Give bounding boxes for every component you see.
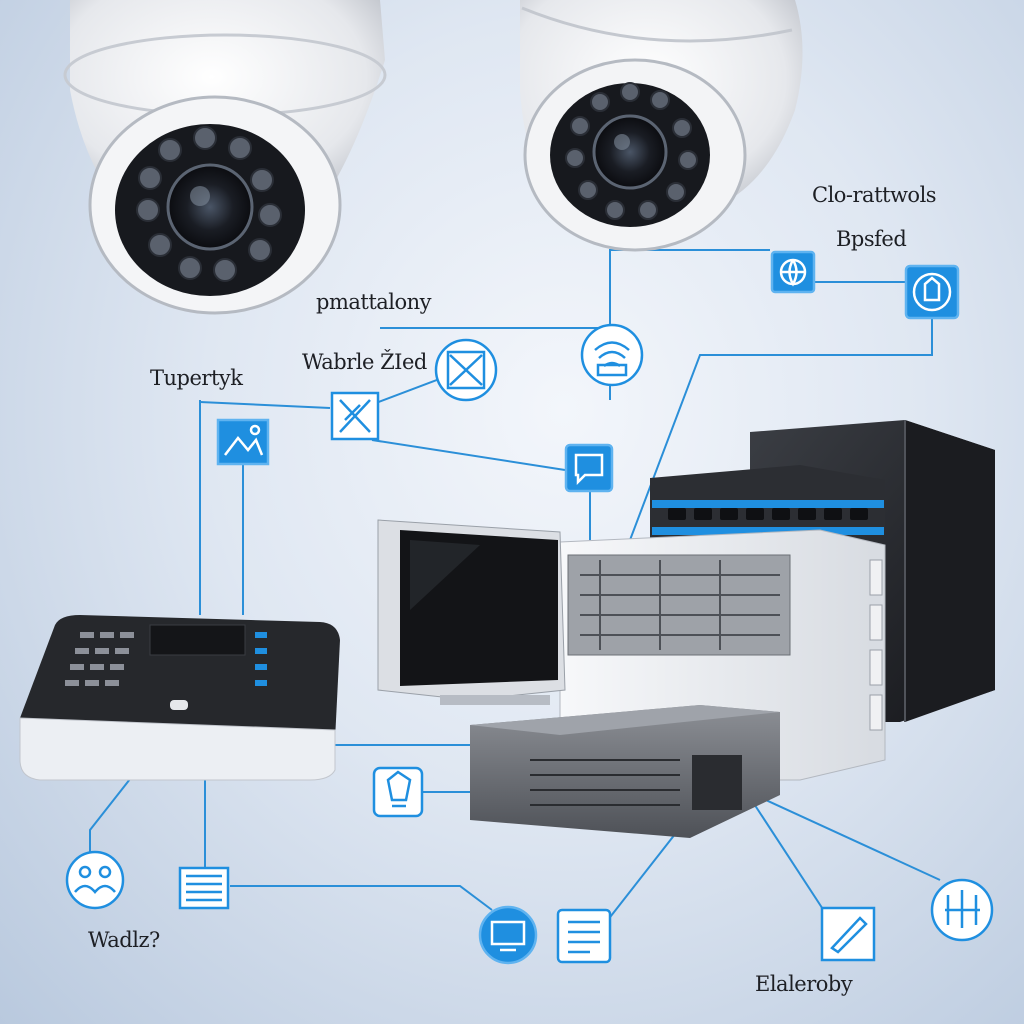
monitor-icon (478, 905, 538, 965)
lightbulb-icon (372, 766, 424, 818)
people-icon (65, 850, 125, 910)
edit-icon (820, 906, 876, 962)
dome-camera-right (520, 0, 803, 252)
wifi-signal-icon (580, 323, 644, 387)
label-left-mid: Tupertyk (150, 366, 243, 390)
network-switch (650, 465, 885, 540)
image-icon (216, 418, 270, 466)
label-bottom-left: Wadlz? (88, 928, 160, 952)
router-device (19, 615, 340, 781)
document-icon (556, 908, 612, 964)
hands-icon (930, 878, 994, 942)
dvr-box (470, 705, 780, 838)
tools-icon (330, 391, 380, 441)
network-x-icon (434, 338, 498, 402)
label-top-right-2: Bpsfed (836, 227, 907, 251)
globe-icon (770, 250, 816, 294)
monitor (377, 519, 566, 705)
label-top-right-1: Clo-rattwols (812, 183, 937, 207)
label-bottom-right: Elaleroby (755, 972, 853, 996)
dome-camera-left (63, 0, 387, 315)
label-center-mid: Wabrle ŽIed (302, 350, 427, 374)
shield-icon (904, 264, 960, 320)
label-center-top: pmattalony (316, 290, 432, 314)
server-rack-icon (178, 866, 230, 910)
chat-icon (564, 443, 614, 493)
